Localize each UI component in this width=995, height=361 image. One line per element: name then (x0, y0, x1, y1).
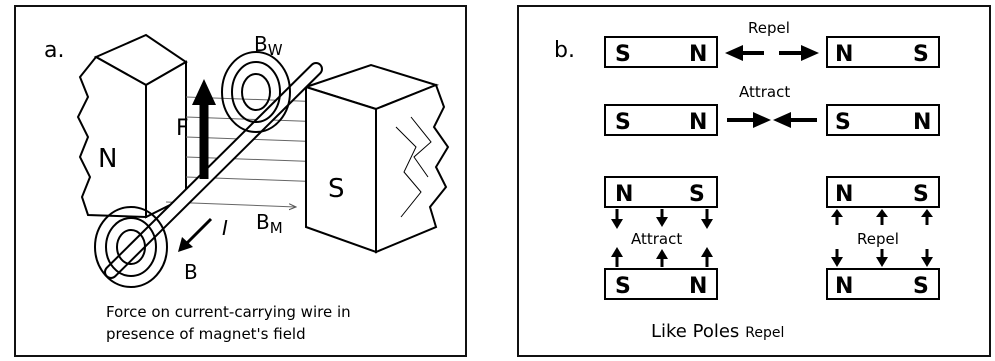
row2-left-pole-2: N (689, 110, 707, 135)
force-arrow (192, 79, 216, 179)
stack-left-top-pole-2: S (689, 182, 705, 207)
south-pole-label: S (328, 174, 345, 204)
stack-right-top-pole-2: S (913, 182, 929, 207)
south-magnet-block (302, 63, 450, 254)
stack-right-top-magnet: N S (826, 176, 940, 208)
wire-field-rings-bottom (94, 206, 168, 288)
stack-right-top-pole-1: N (835, 182, 853, 207)
row2-left-pole-1: S (615, 110, 631, 135)
field-b-label: B (184, 260, 198, 284)
stack-left-attract-label: Attract (631, 230, 682, 248)
row2-right-pole-1: S (835, 110, 851, 135)
north-magnet-block (76, 33, 188, 219)
row2-attract-arrows (727, 112, 817, 128)
magnet-field-label: BM (256, 210, 283, 237)
panel-wire-force: a. N S (14, 5, 467, 357)
row2-left-magnet: S N (604, 104, 718, 136)
stack-right-repel-label: Repel (857, 230, 899, 248)
panel-magnet-poles: b. S N N S Repel S N S N (517, 5, 991, 357)
caption-line-2: presence of magnet's field (106, 325, 306, 343)
current-arrow (178, 217, 213, 252)
panel-letter-b: b. (554, 38, 575, 63)
row1-repel-arrows (725, 45, 819, 61)
stack-left-bottom-pole-2: N (689, 274, 707, 299)
stack-right-arrows (831, 209, 933, 267)
current-label: I (222, 216, 228, 240)
row1-right-magnet: N S (826, 36, 940, 68)
stack-left-arrows (611, 209, 713, 267)
row2-right-pole-2: N (913, 110, 931, 135)
wire-force-diagram: a. N S (44, 32, 450, 343)
row1-repel-label: Repel (748, 19, 790, 37)
stack-left-top-pole-1: N (615, 182, 633, 207)
row1-right-pole-2: S (913, 42, 929, 67)
stack-right-bottom-magnet: N S (826, 268, 940, 300)
row2-attract-label: Attract (739, 83, 790, 101)
stack-left-bottom-magnet: S N (604, 268, 718, 300)
row2-right-magnet: S N (826, 104, 940, 136)
wire-field-label: BW (254, 32, 283, 59)
caption-line-1: Force on current-carrying wire in (106, 303, 351, 321)
panel-letter-a: a. (44, 38, 64, 63)
force-label: F (176, 116, 189, 141)
row1-left-pole-2: N (689, 42, 707, 67)
row1-left-magnet: S N (604, 36, 718, 68)
stack-left-top-magnet: N S (604, 176, 718, 208)
current-carrying-wire (104, 62, 323, 279)
magnet-poles-diagram: b. S N N S Repel S N S N (554, 19, 940, 342)
wire-field-rings-top (221, 51, 291, 133)
north-pole-label: N (98, 144, 117, 174)
stack-left-bottom-pole-1: S (615, 274, 631, 299)
row1-right-pole-1: N (835, 42, 853, 67)
row1-left-pole-1: S (615, 42, 631, 67)
stack-right-bottom-pole-1: N (835, 274, 853, 299)
stack-right-bottom-pole-2: S (913, 274, 929, 299)
